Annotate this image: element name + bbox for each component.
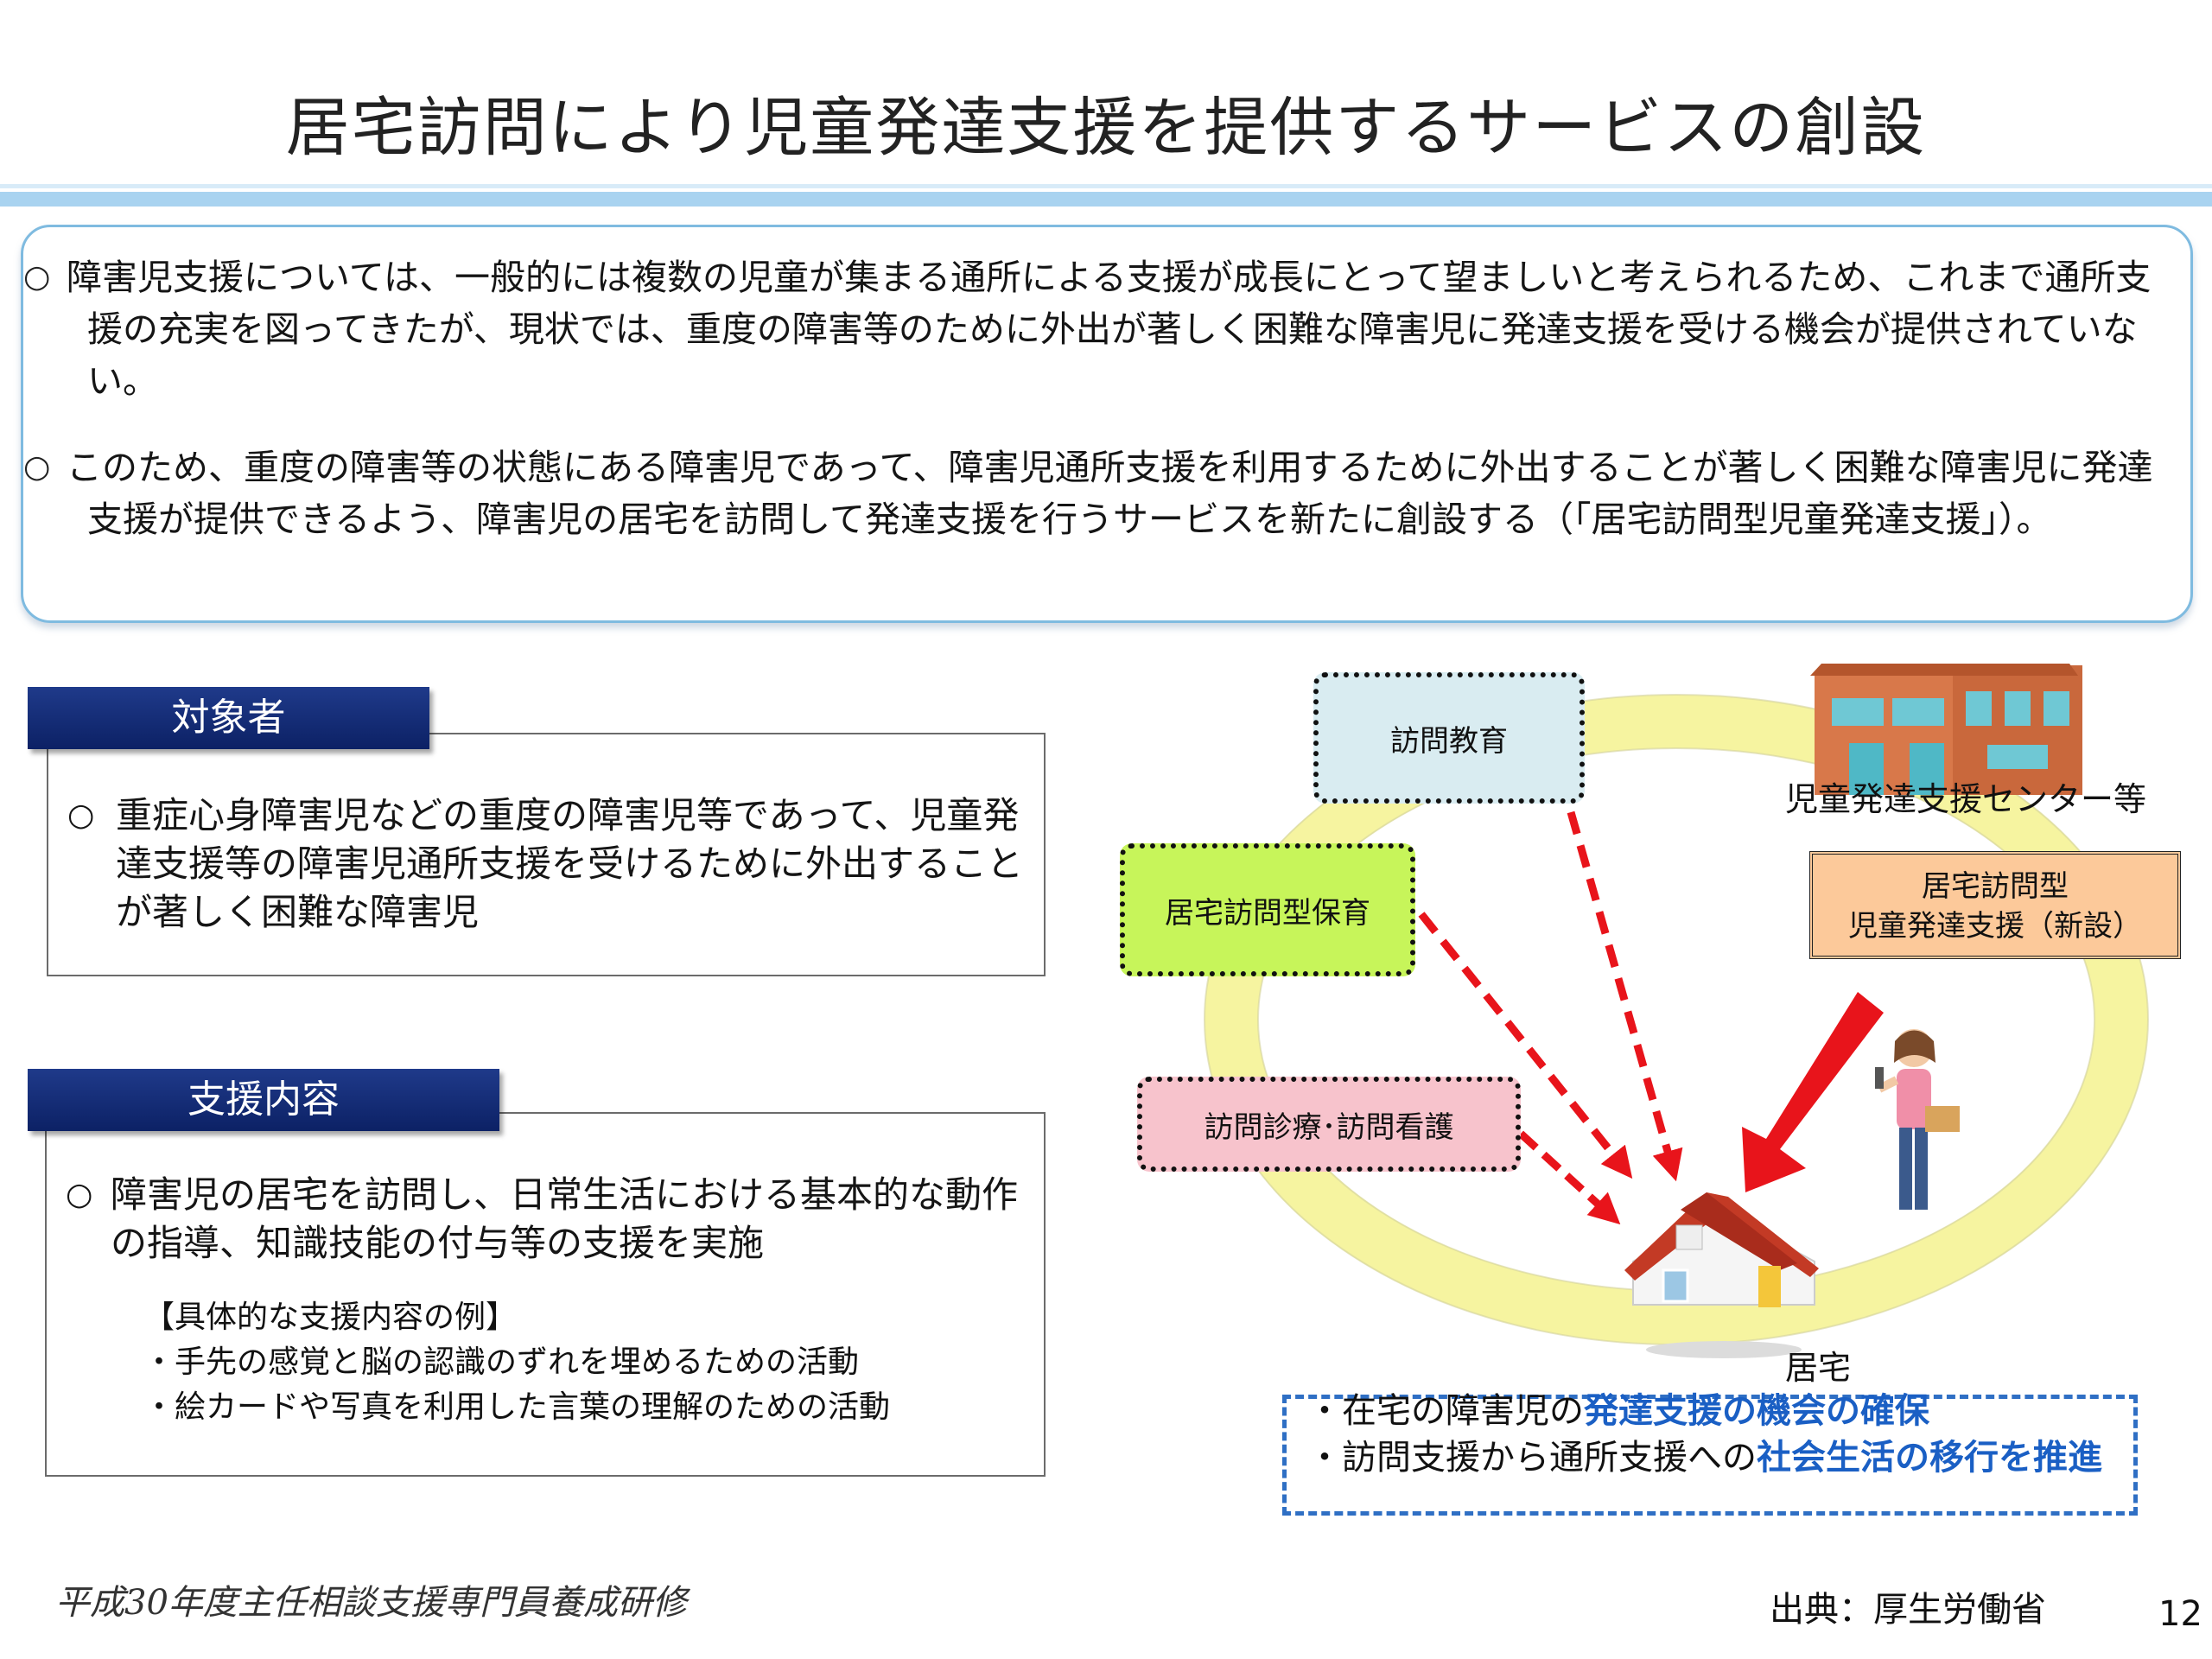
- house-icon: [1624, 1192, 1819, 1358]
- bullet-icon: ○: [67, 798, 95, 833]
- arrow-education: [1567, 810, 1683, 1182]
- center-label: 児童発達支援センター等: [1785, 780, 2147, 818]
- person-icon: [1875, 1029, 1960, 1210]
- footer-note: 平成30年度主任相談支援専門員養成研修: [55, 1583, 687, 1623]
- support-text-block: ○ 障害児の居宅を訪問し、日常生活における基本的な動作の指導、知識技能の付与等の…: [66, 1171, 1027, 1268]
- target-header: 対象者: [28, 687, 429, 749]
- support-examples-title: 【具体的な支援内容の例】: [143, 1300, 518, 1335]
- support-box: ○ 障害児の居宅を訪問し、日常生活における基本的な動作の指導、知識技能の付与等の…: [45, 1112, 1046, 1477]
- benefit-1-highlight: 発達支援の機会の確保: [1584, 1391, 1929, 1431]
- node-visiting-education: 訪問教育: [1313, 672, 1585, 804]
- building-icon: [1810, 664, 2082, 795]
- node-home-medical: 訪問診療･訪問看護: [1137, 1077, 1521, 1172]
- support-ring: [1205, 695, 2148, 1344]
- arrow-new-service: [1742, 992, 1884, 1192]
- target-text: 重症心身障害児などの重度の障害児等であって、児童発達支援等の障害児通所支援を受け…: [116, 794, 1024, 933]
- home-label: 居宅: [1785, 1349, 1852, 1387]
- intro-paragraph-1: ○ 障害児支援については、一般的には複数の児童が集まる通所による支援が成長にとっ…: [23, 251, 2161, 407]
- support-example-2: ・絵カードや写真を利用した言葉の理解のための活動: [143, 1389, 891, 1425]
- node-new-service: 居宅訪問型 児童発達支援（新設）: [1809, 851, 2181, 959]
- arrow-nursery: [1418, 912, 1633, 1179]
- page-title: 居宅訪問により児童発達支援を提供するサービスの創設: [285, 91, 1927, 165]
- benefit-1-prefix: ・在宅の障害児の: [1307, 1391, 1584, 1431]
- intro-text-1: 障害児支援については、一般的には複数の児童が集まる通所による支援が成長にとって望…: [67, 257, 2152, 402]
- benefit-2-highlight: 社会生活の移行を推進: [1757, 1438, 2102, 1478]
- arrow-medical: [1517, 1130, 1621, 1225]
- support-header: 支援内容: [28, 1069, 499, 1131]
- support-example-1: ・手先の感覚と脳の認識のずれを埋めるための活動: [143, 1344, 860, 1380]
- benefit-1: ・在宅の障害児の発達支援の機会の確保: [1307, 1387, 1929, 1435]
- bullet-icon: ○: [66, 1177, 93, 1212]
- node-home-nursery: 居宅訪問型保育: [1120, 843, 1415, 976]
- intro-paragraph-2: ○ このため、重度の障害等の状態にある障害児であって、障害児通所支援を利用するた…: [23, 442, 2161, 545]
- page-number: 12: [2158, 1594, 2202, 1634]
- benefit-2: ・訪問支援から通所支援への社会生活の移行を推進: [1307, 1433, 2111, 1482]
- target-box: ○ 重症心身障害児などの重度の障害児等であって、児童発達支援等の障害児通所支援を…: [47, 733, 1046, 976]
- new-service-line2: 児童発達支援（新設）: [1848, 909, 2142, 944]
- benefits-box: ・在宅の障害児の発達支援の機会の確保 ・訪問支援から通所支援への社会生活の移行を…: [1282, 1391, 2138, 1516]
- support-text: 障害児の居宅を訪問し、日常生活における基本的な動作の指導、知識技能の付与等の支援…: [111, 1173, 1019, 1264]
- target-text-block: ○ 重症心身障害児などの重度の障害児等であって、児童発達支援等の障害児通所支援を…: [67, 791, 1032, 937]
- source-credit: 出典：厚生労働省: [1770, 1590, 2046, 1630]
- intro-box: ○ 障害児支援については、一般的には複数の児童が集まる通所による支援が成長にとっ…: [21, 225, 2193, 623]
- title-divider: [0, 184, 2212, 207]
- intro-text-2: このため、重度の障害等の状態にある障害児であって、障害児通所支援を利用するために…: [67, 447, 2153, 540]
- benefit-2-prefix: ・訪問支援から通所支援への: [1307, 1438, 1757, 1478]
- new-service-line1: 居宅訪問型: [1922, 869, 2069, 904]
